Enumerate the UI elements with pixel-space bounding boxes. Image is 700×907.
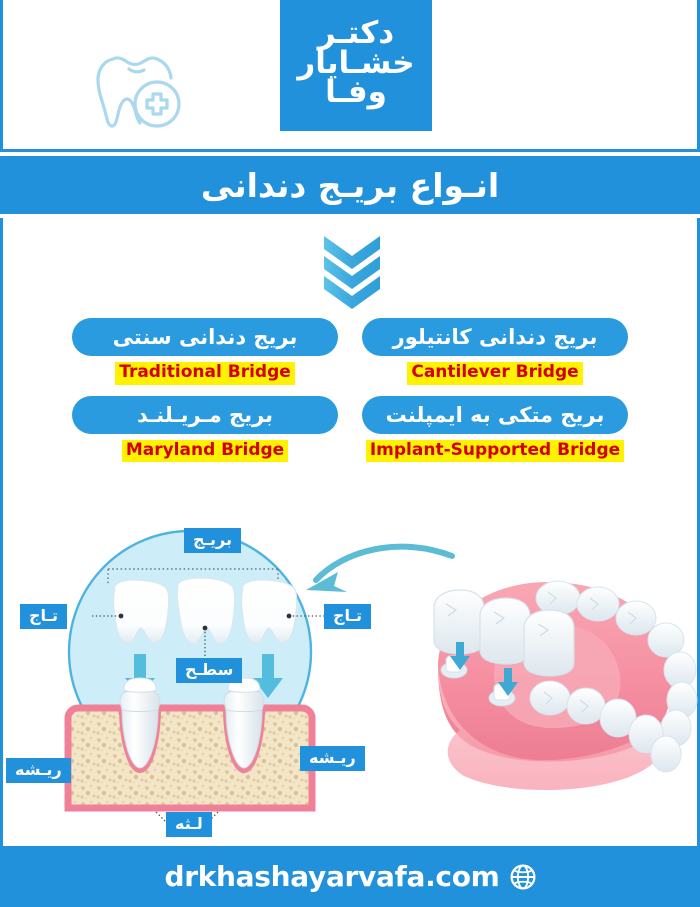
label-bridge: بریـج (184, 528, 241, 553)
header-bar: دکتـر خشـایار وفـا (0, 0, 700, 152)
bridge-type-en-wrap: Implant-Supported Bridge (365, 439, 625, 463)
bridge-type-label-en: Cantilever Bridge (407, 362, 583, 385)
bridge-type-en-wrap: Cantilever Bridge (407, 362, 583, 385)
bridge-types-row-1: بریج دندانی سنتی Traditional Bridge بریج… (0, 318, 700, 385)
label-surface: سطـح (176, 658, 243, 683)
label-root-left: ریـشه (6, 758, 71, 783)
bridge-anatomy-diagram: بریـج تـاج تـاج سطـح ریـشه ریـشه لـثه (0, 512, 700, 846)
page-title-banner: انـواع بریـج دندانی (0, 156, 700, 214)
jaw-teeth-back-row (535, 580, 698, 747)
bridge-type-pill-fa[interactable]: بریج دندانی سنتی (72, 318, 338, 356)
triple-chevron-down-icon (324, 236, 380, 309)
bridge-types-row-2: بریج مـریـلنـد Maryland Bridge بریج متکی… (0, 395, 700, 463)
bridge-type-pill-fa[interactable]: بریج متکی به ایمپلنت (362, 395, 628, 434)
jaw-teeth-grooves (543, 591, 637, 713)
bridge-type-en-wrap: Maryland Bridge (121, 439, 289, 463)
bridge-type-card-implant-supported[interactable]: بریج متکی به ایمپلنت Implant-Supported B… (362, 395, 628, 463)
brand-line-1: دکتـر (317, 14, 395, 51)
brand-logo-block: دکتـر خشـایار وفـا (280, 0, 432, 131)
jaw-insertion-arrows (450, 642, 518, 696)
bridge-type-en-wrap: Traditional Bridge (115, 362, 295, 385)
label-crown-left: تـاج (20, 604, 68, 629)
bridge-type-pill-fa[interactable]: بریج دندانی کانتیلور (362, 318, 628, 356)
placement-arrow-right (253, 654, 283, 698)
bone-block (64, 704, 316, 812)
bridge-crowns-group (112, 577, 298, 645)
crown-middle-pontic (176, 577, 236, 645)
label-root-right: ریـشه (300, 746, 365, 771)
bridge-type-card-traditional[interactable]: بریج دندانی سنتی Traditional Bridge (72, 318, 338, 385)
gum-outline (64, 704, 316, 812)
brand-line-2: خشـایار (297, 44, 415, 81)
diagram-illustration (64, 529, 698, 825)
bridge-types-grid: بریج دندانی سنتی Traditional Bridge بریج… (0, 318, 700, 473)
floating-bridge-unit (433, 589, 575, 677)
bridge-type-card-cantilever[interactable]: بریج دندانی کانتیلور Cantilever Bridge (362, 318, 628, 385)
bridge-type-pill-fa[interactable]: بریج مـریـلنـد (72, 395, 338, 434)
brand-name: دکتـر خشـایار وفـا (297, 14, 415, 112)
bridge-span-bracket (107, 568, 279, 584)
brand-line-3: وفـا (325, 74, 388, 111)
globe-icon (510, 864, 536, 889)
bridge-type-card-maryland[interactable]: بریج مـریـلنـد Maryland Bridge (72, 395, 338, 463)
crown-left (112, 579, 170, 644)
website-url[interactable]: drkhashayarvafa.com (164, 860, 500, 893)
bridge-type-label-en: Traditional Bridge (115, 362, 295, 385)
page-title: انـواع بریـج دندانی (200, 165, 500, 205)
bridge-type-label-en: Maryland Bridge (121, 439, 289, 463)
tooth-with-cross-icon (96, 56, 181, 128)
bridge-type-label-en: Implant-Supported Bridge (365, 439, 625, 463)
label-crown-right: تـاج (324, 604, 372, 629)
lower-jaw-model (433, 580, 698, 791)
label-gum: لـثه (166, 812, 212, 837)
jaw-teeth-front-row (529, 680, 682, 773)
crown-right (240, 579, 298, 644)
curved-arrow-left-icon (306, 543, 455, 592)
footer-bar: drkhashayarvafa.com (0, 846, 700, 907)
prepared-abutments-group (119, 677, 265, 769)
